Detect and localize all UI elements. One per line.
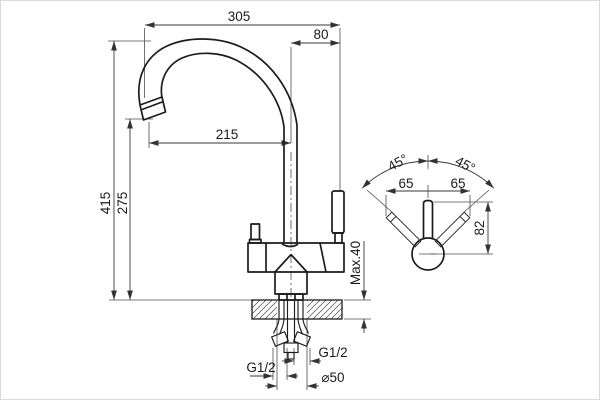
- left-hose-fitting: [270, 330, 290, 348]
- dim-hole-diameter: ⌀50: [321, 370, 344, 385]
- detail-extension-lines: [366, 155, 493, 255]
- right-hose-fitting: [292, 330, 312, 348]
- dim-swing-left: 45°: [385, 151, 410, 174]
- dim-outlet-height: 275: [115, 192, 130, 215]
- detail-spout-pipe: [422, 199, 434, 239]
- dim-spout-offset: 80: [313, 27, 328, 42]
- mounting-nut: [283, 342, 299, 354]
- dim-span-left: 65: [398, 176, 413, 191]
- spout-inner: [160, 52, 285, 243]
- dim-handle-height: 82: [472, 220, 487, 235]
- detail-faucet: [411, 199, 445, 271]
- dim-spout-reach: 215: [216, 127, 239, 142]
- dim-overall-height: 415: [98, 192, 113, 215]
- detail-left-handle: [385, 211, 422, 248]
- swing-arc-right: [427, 158, 495, 189]
- dim-thread-left: G1/2: [246, 360, 275, 375]
- main-view: 305 80 215 415 275 Max.40 G1/2 G1/2 ⌀50: [98, 9, 371, 390]
- dim-thread-right: G1/2: [318, 345, 347, 360]
- detail-body-circle: [411, 237, 445, 271]
- detail-view: 45° 45° 65 65 82: [361, 151, 495, 271]
- mixer-body: [247, 242, 345, 273]
- dimension-lines: [111, 22, 367, 389]
- faucet-outline: [138, 38, 345, 301]
- under-counter-plumbing: [270, 300, 312, 360]
- swing-arc-left: [361, 158, 429, 189]
- detail-dimension-lines: [361, 158, 495, 254]
- detail-handles: [385, 211, 471, 248]
- spout-outer: [138, 38, 298, 243]
- countertop-section: [251, 299, 343, 320]
- dim-overall-width: 305: [228, 9, 251, 24]
- left-handle: [250, 223, 261, 241]
- dim-span-right: 65: [450, 176, 465, 191]
- right-handle: [331, 190, 345, 234]
- spout-tip: [139, 96, 167, 121]
- detail-right-handle: [434, 211, 471, 248]
- left-handle-base: [248, 238, 262, 244]
- base-shank: [278, 293, 304, 301]
- dim-countertop-thickness: Max.40: [348, 241, 363, 285]
- mounting-stud: [287, 351, 295, 360]
- right-handle-stem: [334, 232, 343, 244]
- dim-swing-right: 45°: [453, 153, 478, 176]
